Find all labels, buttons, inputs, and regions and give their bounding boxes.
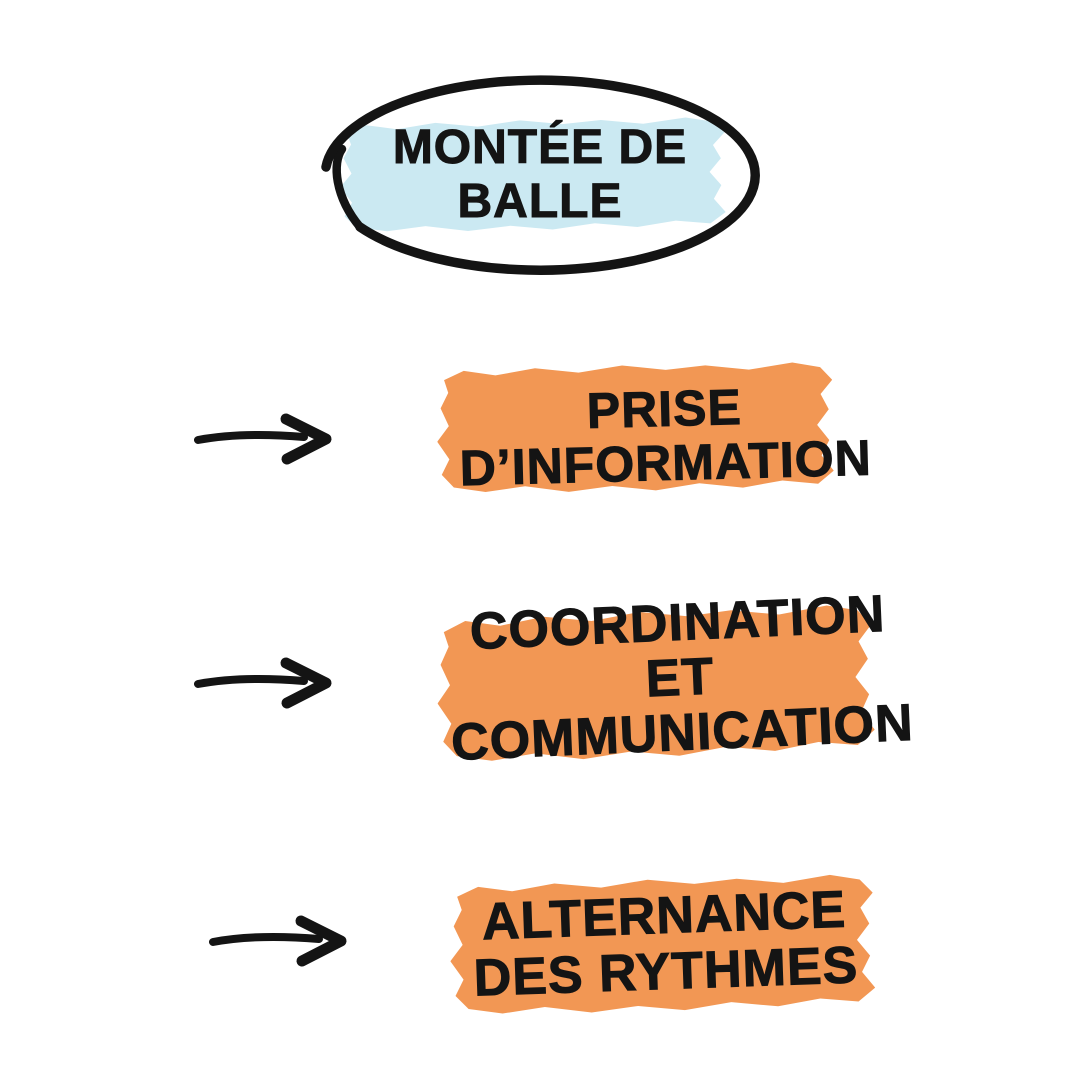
highlight-text-line: D’INFORMATION: [459, 429, 873, 497]
right-arrow-icon: [205, 910, 355, 970]
right-arrow-icon: [190, 408, 340, 468]
hand-drawn-ellipse: [321, 75, 760, 275]
highlight-text: PRISE D’INFORMATION: [419, 376, 912, 497]
title-line: BALLE: [457, 175, 623, 229]
title-block: MONTÉE DE BALLE: [310, 75, 770, 275]
highlight-text: ALTERNANCE DES RYTHMES: [418, 879, 912, 1008]
page-title: MONTÉE DE BALLE: [310, 121, 770, 229]
highlight-text: COORDINATION ET COMMUNICATION: [397, 584, 964, 773]
right-arrow-icon: [190, 652, 340, 712]
title-line: MONTÉE DE: [392, 121, 688, 175]
